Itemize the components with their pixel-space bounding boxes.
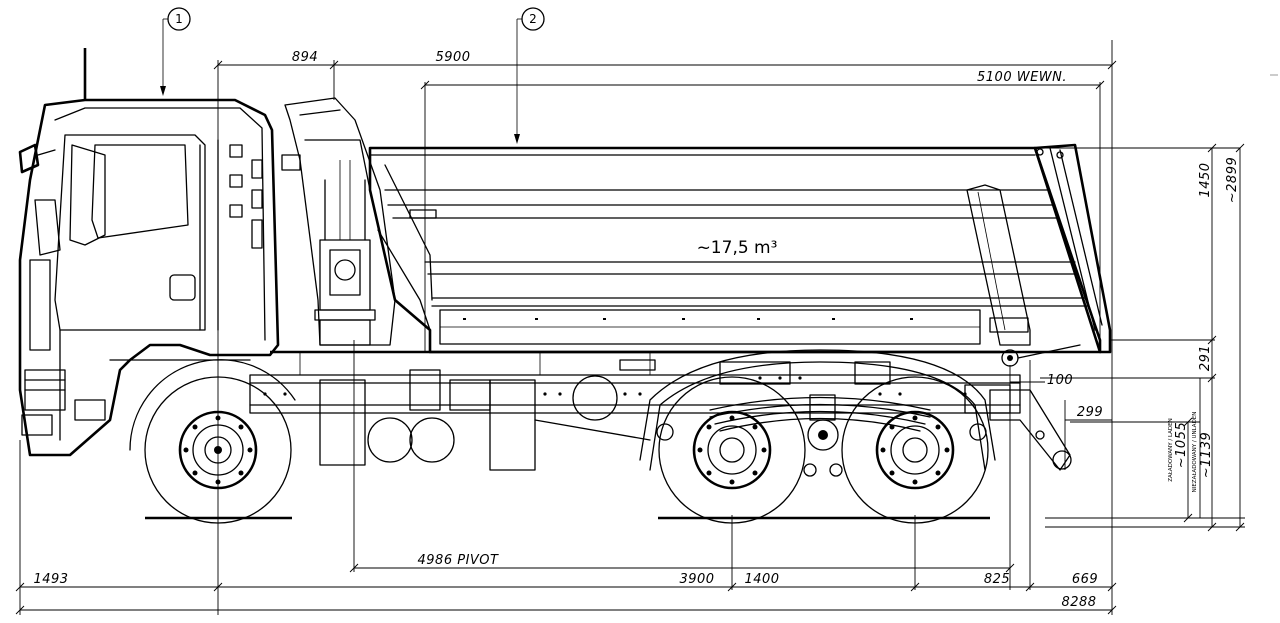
hydraulic-tower [281,97,433,346]
dim-291: 291 [1198,345,1213,371]
dim-825: 825 [984,572,1010,587]
dim-1450: 1450 [1198,162,1213,197]
dim-669: 669 [1072,572,1098,587]
dim-5900: 5900 [435,50,470,65]
dim-1493: 1493 [33,572,68,587]
cab [18,48,280,457]
dim-1139: ~1139 [1199,432,1214,478]
rear-wheel-2 [658,376,990,524]
rear-suspension [639,349,996,477]
marker-2: 2 [514,7,545,144]
marker-2-label: 2 [529,12,537,26]
marker-1-label: 1 [175,12,183,26]
dim-1400: 1400 [744,572,779,587]
tipper-body [368,143,1112,367]
dim-100: 100 [1047,373,1073,388]
volume-label: ~17,5 m³ [697,238,778,258]
tow-hitch [964,384,1072,471]
dim-299: 299 [1077,405,1103,420]
laden-label: ZAŁADOWANY / LADEN [1168,418,1174,481]
dim-2899: ~2899 [1225,157,1240,203]
dim-3900: 3900 [679,572,714,587]
marker-1: 1 [160,7,191,96]
unladen-label: NIEZAŁADOWANY / UNLADEN [1192,412,1198,493]
dimension-lines [15,40,1278,615]
dim-pivot: 4986 PIVOT [418,553,500,568]
chassis-frame [249,350,1021,471]
dim-8288: 8288 [1061,595,1096,610]
front-wheel [129,359,296,524]
dim-894: 894 [292,50,318,65]
dim-1055: ~1055 [1174,422,1189,468]
dim-5100-inner: 5100 WEWN. [977,70,1067,85]
dimension-labels: 894 5900 5100 WEWN. 1450 ~2899 291 100 2… [33,50,1240,610]
